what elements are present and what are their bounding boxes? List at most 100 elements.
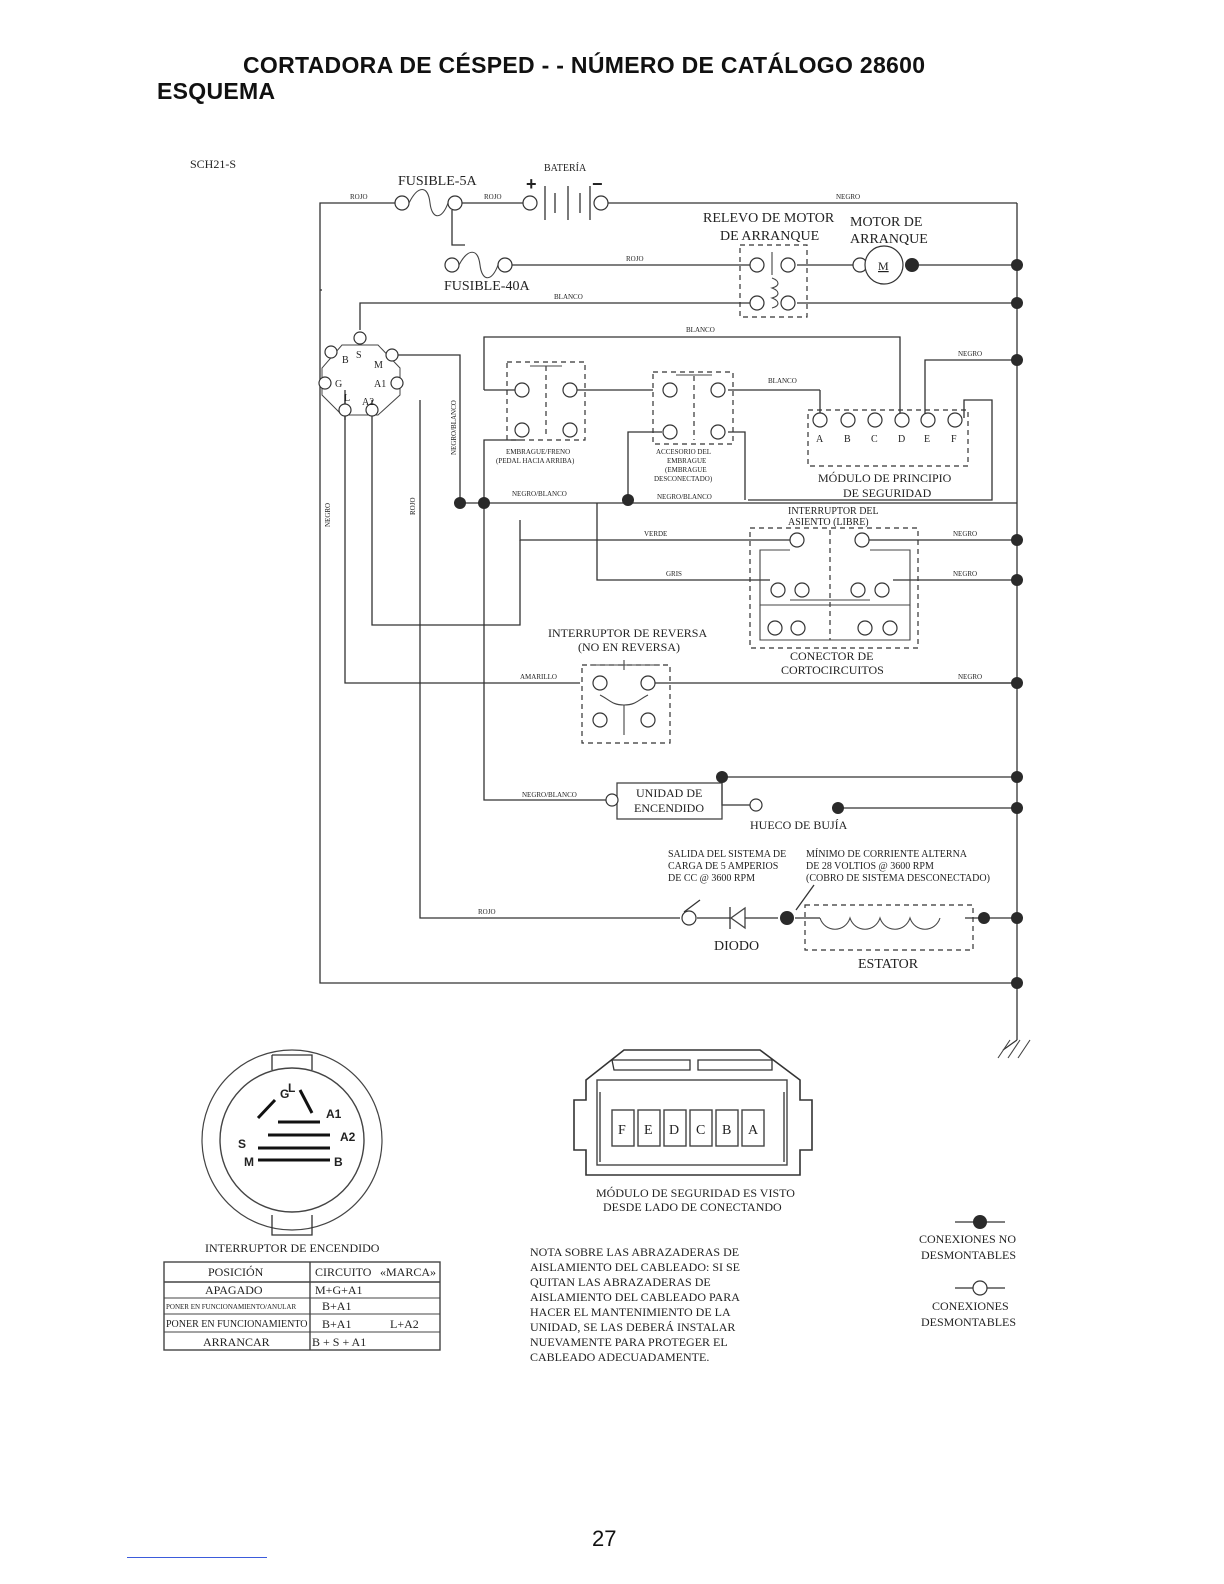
ignition-unit-label-2: ENCENDIDO: [634, 801, 704, 815]
accessory-label-1: ACCESORIO DEL: [656, 448, 711, 456]
face-label-a2: A2: [340, 1130, 356, 1144]
reverse-label-1: INTERRUPTOR DE REVERSA: [548, 626, 707, 640]
connector-pin: C: [696, 1123, 705, 1138]
wire-blanco-1: BLANCO: [554, 293, 583, 301]
wire-negro-right: NEGRO: [958, 350, 982, 358]
ign-terminal-g: G: [335, 379, 342, 390]
legend-removable-label-1: CONEXIONES: [932, 1299, 1009, 1313]
wire-gris: GRIS: [666, 570, 682, 578]
reverse-switch: [581, 660, 671, 744]
wire-blanco-2: BLANCO: [686, 326, 715, 334]
table-header-circuit: CIRCUITO: [315, 1265, 372, 1279]
spark-plug-label: HUECO DE BUJÍA: [750, 818, 848, 832]
battery-symbol: [522, 186, 609, 220]
output-label-2: CARGA DE 5 AMPERIOS: [668, 861, 778, 872]
wire-rojo-1: ROJO: [350, 193, 368, 201]
ignition-unit-label-1: UNIDAD DE: [636, 786, 702, 800]
legend-removable-label-2: DESMONTABLES: [921, 1315, 1016, 1329]
note-line: AISLAMIENTO DEL CABLEADO: SI SE: [530, 1260, 740, 1274]
ign-terminal-a1: A1: [374, 379, 386, 390]
wire-negro-blanco-1: NEGRO/BLANCO: [512, 490, 567, 498]
footer-link-line: [127, 1557, 267, 1558]
connector-caption-2: DESDE LADO DE CONECTANDO: [603, 1200, 782, 1214]
fuse-40a: [444, 251, 513, 279]
schematic-labels: SCH21-S FUSIBLE-5A BATERÍA + − ROJO ROJO…: [190, 157, 990, 972]
face-label-b: B: [334, 1155, 343, 1169]
note-line: CABLEADO ADECUADAMENTE.: [530, 1350, 709, 1364]
legend: CONEXIONES NO DESMONTABLES CONEXIONES DE…: [919, 1215, 1016, 1329]
output-label-3: DE CC @ 3600 RPM: [668, 873, 755, 884]
starter-motor: [852, 245, 919, 285]
fuse-5a: [394, 188, 463, 217]
accessory-label-3: (EMBRAGUE: [665, 466, 707, 474]
note-line: NOTA SOBRE LAS ABRAZADERAS DE: [530, 1245, 739, 1259]
output-label-1: SALIDA DEL SISTEMA DE: [668, 849, 786, 860]
wire-negro-blanco-ignition: NEGRO/BLANCO: [522, 791, 577, 799]
table-row-circuit: M+G+A1: [315, 1283, 363, 1297]
ign-terminal-l: L: [344, 393, 350, 404]
note-line: NUEVAMENTE PARA PROTEGER EL: [530, 1335, 728, 1349]
motor-label-1: MOTOR DE: [850, 215, 922, 230]
ignition-switch-schematic: [318, 331, 404, 417]
fixed-connection-icon: [973, 1215, 987, 1229]
wire-negro-blanco-2: NEGRO/BLANCO: [657, 493, 712, 501]
table-row-circuit: B + S + A1: [312, 1335, 366, 1349]
relay-label-1: RELEVO DE MOTOR: [703, 211, 835, 226]
wire-negro-seat-1: NEGRO: [953, 530, 977, 538]
table-header-mark: «MARCA»: [380, 1265, 436, 1279]
connector-caption-1: MÓDULO DE SEGURIDAD ES VISTO: [596, 1186, 795, 1200]
connector-pin: F: [618, 1123, 626, 1138]
table-row-position: PONER EN FUNCIONAMIENTO/ANULAR: [166, 1303, 296, 1311]
face-label-m: M: [244, 1155, 254, 1169]
fuse-5a-label: FUSIBLE-5A: [398, 174, 477, 189]
module-pin-d: D: [898, 434, 905, 445]
wire-negro-blanco-vertical: NEGRO/BLANCO: [450, 400, 458, 455]
safety-module: [807, 409, 969, 467]
face-label-g: G: [280, 1087, 289, 1101]
note-line: HACER EL MANTENIMIENTO DE LA: [530, 1305, 731, 1319]
face-label-s: S: [238, 1137, 246, 1151]
table-row-position: APAGADO: [205, 1283, 263, 1297]
seat-label-2: ASIENTO (LIBRE): [788, 517, 869, 528]
module-pin-c: C: [871, 434, 878, 445]
module-label-2: DE SEGURIDAD: [843, 486, 932, 500]
ign-terminal-m: M: [374, 360, 383, 371]
connector-pin: A: [748, 1123, 759, 1138]
page-subtitle: ESQUEMA: [157, 78, 276, 104]
brake-label-2: (PEDAL HACIA ARRIBA): [496, 457, 575, 465]
ground-symbol: [997, 1039, 1031, 1059]
ac-label-2: DE 28 VOLTIOS @ 3600 RPM: [806, 861, 934, 872]
short-connector-label-2: CORTOCIRCUITOS: [781, 663, 884, 677]
ign-terminal-b: B: [342, 355, 349, 366]
ignition-table: POSICIÓN CIRCUITO «MARCA» APAGADO M+G+A1…: [163, 1261, 441, 1351]
face-label-l: L: [288, 1081, 295, 1095]
stator: [804, 904, 974, 951]
removable-connection-icon: [972, 1280, 988, 1296]
wire-rojo-40a: ROJO: [626, 255, 644, 263]
table-header-position: POSICIÓN: [208, 1265, 264, 1279]
wires: [319, 202, 1018, 1040]
wire-negro-seat-2: NEGRO: [953, 570, 977, 578]
ac-label-3: (COBRO DE SISTEMA DESCONECTADO): [806, 873, 990, 884]
ign-terminal-a2: A2: [362, 397, 374, 408]
short-connector-label-1: CONECTOR DE: [790, 649, 873, 663]
schematic-code: SCH21-S: [190, 157, 236, 171]
ign-terminal-s: S: [356, 350, 362, 361]
wire-verde: VERDE: [644, 530, 667, 538]
table-row-circuit: B+A1: [322, 1299, 351, 1313]
module-label-1: MÓDULO DE PRINCIPIO: [818, 471, 952, 485]
note-line: QUITAN LAS ABRAZADERAS DE: [530, 1275, 711, 1289]
accessory-switch: [652, 371, 734, 445]
page-number: 27: [592, 1526, 617, 1551]
motor-label-2: ARRANQUE: [850, 232, 928, 247]
connector-pins: F E D C B A: [611, 1109, 765, 1147]
ignition-switch-title: INTERRUPTOR DE ENCENDIDO: [205, 1241, 380, 1255]
accessory-label-2: EMBRAGUE: [667, 457, 706, 465]
wire-amarillo: AMARILLO: [520, 673, 557, 681]
module-pin-b: B: [844, 434, 851, 445]
wire-rojo-diode: ROJO: [478, 908, 496, 916]
note-line: AISLAMIENTO DEL CABLEADO PARA: [530, 1290, 740, 1304]
ignition-switch-face: G L A1 S A2 M B: [201, 1049, 383, 1236]
ignition-unit: [605, 782, 763, 820]
